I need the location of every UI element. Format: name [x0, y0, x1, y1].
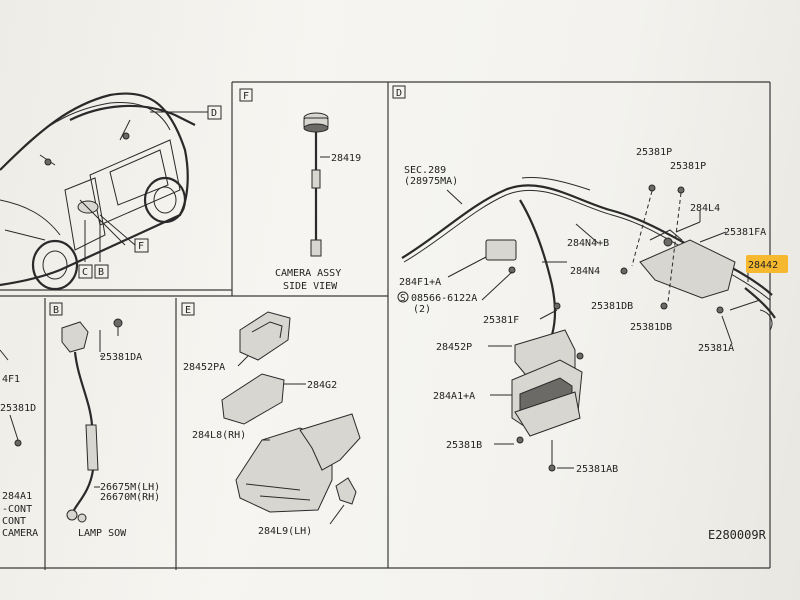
- highlight-28442: [746, 255, 788, 273]
- callout-d: D: [150, 105, 222, 120]
- part-label-26670m: 26670M(RH): [100, 492, 160, 503]
- lamp-sow-harness: [61, 318, 123, 523]
- part-label-28442: 28442: [748, 260, 778, 271]
- part-label-284n4: 284N4: [570, 266, 600, 277]
- callout-c: C: [78, 220, 93, 279]
- camera-assy-side-view: [303, 112, 330, 257]
- svg-text:E: E: [185, 305, 191, 316]
- camera-assy-caption: CAMERA ASSY: [275, 268, 341, 279]
- sec-ref-sub-label: (28975MA): [404, 176, 458, 187]
- svg-text:CONT: CONT: [2, 516, 26, 527]
- part-label-25381db-a: 25381DB: [591, 301, 633, 312]
- svg-text:-CONT: -CONT: [2, 504, 32, 515]
- drawing-code: E280009R: [708, 528, 767, 542]
- part-label-25381p-a: 25381P: [636, 147, 672, 158]
- part-label-08566-qty: (2): [413, 304, 431, 315]
- part-label-28419: 28419: [331, 153, 361, 164]
- svg-text:D: D: [396, 88, 402, 99]
- sec-ref-label: SEC.289: [404, 165, 446, 176]
- section-d-leaders: [446, 189, 749, 469]
- svg-text:C: C: [82, 267, 88, 278]
- section-letter-f: F: [239, 88, 253, 102]
- part-label-26675m: 26675M(LH): [100, 482, 160, 493]
- svg-text:25381D: 25381D: [0, 403, 36, 414]
- part-label-08566: 08566-6122A: [411, 293, 477, 304]
- lamp-sow-caption: LAMP SOW: [78, 528, 127, 539]
- side-view-caption: SIDE VIEW: [283, 281, 338, 292]
- svg-text:CAMERA: CAMERA: [2, 528, 38, 539]
- svg-text:F: F: [138, 241, 144, 252]
- section-letter-d: D: [392, 85, 406, 99]
- part-label-25381a: 25381A: [698, 343, 734, 354]
- part-label-25381fa: 25381FA: [724, 227, 766, 238]
- svg-text:D: D: [211, 108, 217, 119]
- part-label-284n4-b: 284N4+B: [567, 238, 609, 249]
- part-label-25381db-b: 25381DB: [630, 322, 672, 333]
- svg-text:B: B: [98, 267, 104, 278]
- part-label-25381f: 25381F: [483, 315, 519, 326]
- svg-text:B: B: [53, 305, 59, 316]
- part-label-284l9: 284L9(LH): [258, 526, 312, 537]
- vehicle-illustration: [0, 92, 196, 291]
- svg-text:F: F: [243, 91, 249, 102]
- callout-f: F: [99, 214, 149, 253]
- section-c-partial: 4F1 25381D 284A1 -CONT CONT CAMERA: [0, 349, 38, 539]
- svg-text:284A1: 284A1: [2, 491, 32, 502]
- part-label-284a1-a: 284A1+A: [433, 391, 475, 402]
- part-label-28452pa: 28452PA: [183, 362, 225, 373]
- svg-text:4F1: 4F1: [2, 374, 20, 385]
- part-label-284f1-a: 284F1+A: [399, 277, 441, 288]
- section-frames: [0, 81, 771, 570]
- part-label-28452p: 28452P: [436, 342, 472, 353]
- screw-symbol: S: [397, 291, 409, 304]
- part-label-25381da: 25381DA: [100, 352, 142, 363]
- part-label-25381p-b: 25381P: [670, 161, 706, 172]
- section-letter-b: B: [49, 302, 63, 316]
- part-label-284l8: 284L8(RH): [192, 430, 246, 441]
- part-label-25381ab: 25381AB: [576, 464, 618, 475]
- camera-harness-assembly: [401, 177, 776, 472]
- part-label-284g2: 284G2: [307, 380, 337, 391]
- callout-b: B: [94, 220, 109, 279]
- part-label-25381b: 25381B: [446, 440, 482, 451]
- section-letter-e: E: [181, 302, 195, 316]
- finisher-parts: [221, 311, 361, 525]
- part-label-284l4: 284L4: [690, 203, 720, 214]
- svg-text:S: S: [400, 293, 406, 304]
